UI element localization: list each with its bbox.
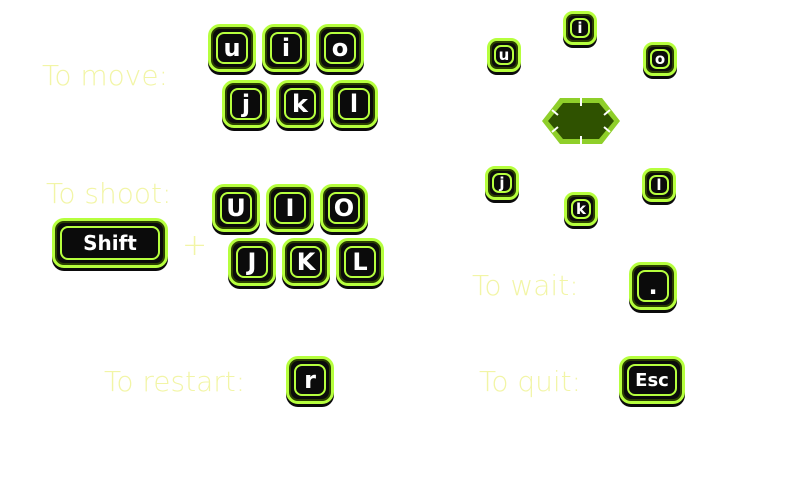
key-label: k (571, 199, 591, 219)
key-label: o (324, 32, 356, 64)
key-label: Esc (627, 364, 677, 396)
key-label: l (649, 175, 669, 195)
key-I: I (266, 184, 314, 232)
diagram-key-o: o (643, 42, 677, 76)
key-k: k (276, 80, 324, 128)
key-label: j (492, 173, 512, 193)
shoot-label: To shoot: (46, 177, 172, 210)
key-label: U (220, 192, 252, 224)
key-u: u (208, 24, 256, 72)
key-esc: Esc (619, 356, 685, 404)
key-label: O (328, 192, 360, 224)
key-o: o (316, 24, 364, 72)
key-label: . (637, 270, 669, 302)
key-label: o (650, 49, 670, 69)
key-label: u (216, 32, 248, 64)
key-label: l (338, 88, 370, 120)
diagram-key-i: i (563, 11, 597, 45)
key-label: j (230, 88, 262, 120)
key-label: k (284, 88, 316, 120)
key-r: r (286, 356, 334, 404)
key-O: O (320, 184, 368, 232)
key-L: L (336, 238, 384, 286)
key-label: i (570, 18, 590, 38)
player-hexagon-icon (542, 98, 620, 144)
key-label: r (294, 364, 326, 396)
key-label: J (236, 246, 268, 278)
key-l: l (330, 80, 378, 128)
key-label: L (344, 246, 376, 278)
restart-label: To restart: (104, 365, 246, 398)
key-period: . (629, 262, 677, 310)
key-shift: Shift (52, 218, 168, 268)
key-label: K (290, 246, 322, 278)
diagram-key-j: j (485, 166, 519, 200)
key-label: Shift (60, 226, 160, 260)
key-j: j (222, 80, 270, 128)
diagram-key-k: k (564, 192, 598, 226)
move-label: To move: (42, 59, 169, 92)
key-J: J (228, 238, 276, 286)
diagram-key-u: u (487, 38, 521, 72)
key-label: I (274, 192, 306, 224)
quit-label: To quit: (479, 365, 582, 398)
key-i: i (262, 24, 310, 72)
key-label: u (494, 45, 514, 65)
diagram-key-l: l (642, 168, 676, 202)
key-U: U (212, 184, 260, 232)
key-K: K (282, 238, 330, 286)
key-label: i (270, 32, 302, 64)
plus-sign: + (182, 228, 208, 263)
wait-label: To wait: (472, 269, 579, 302)
